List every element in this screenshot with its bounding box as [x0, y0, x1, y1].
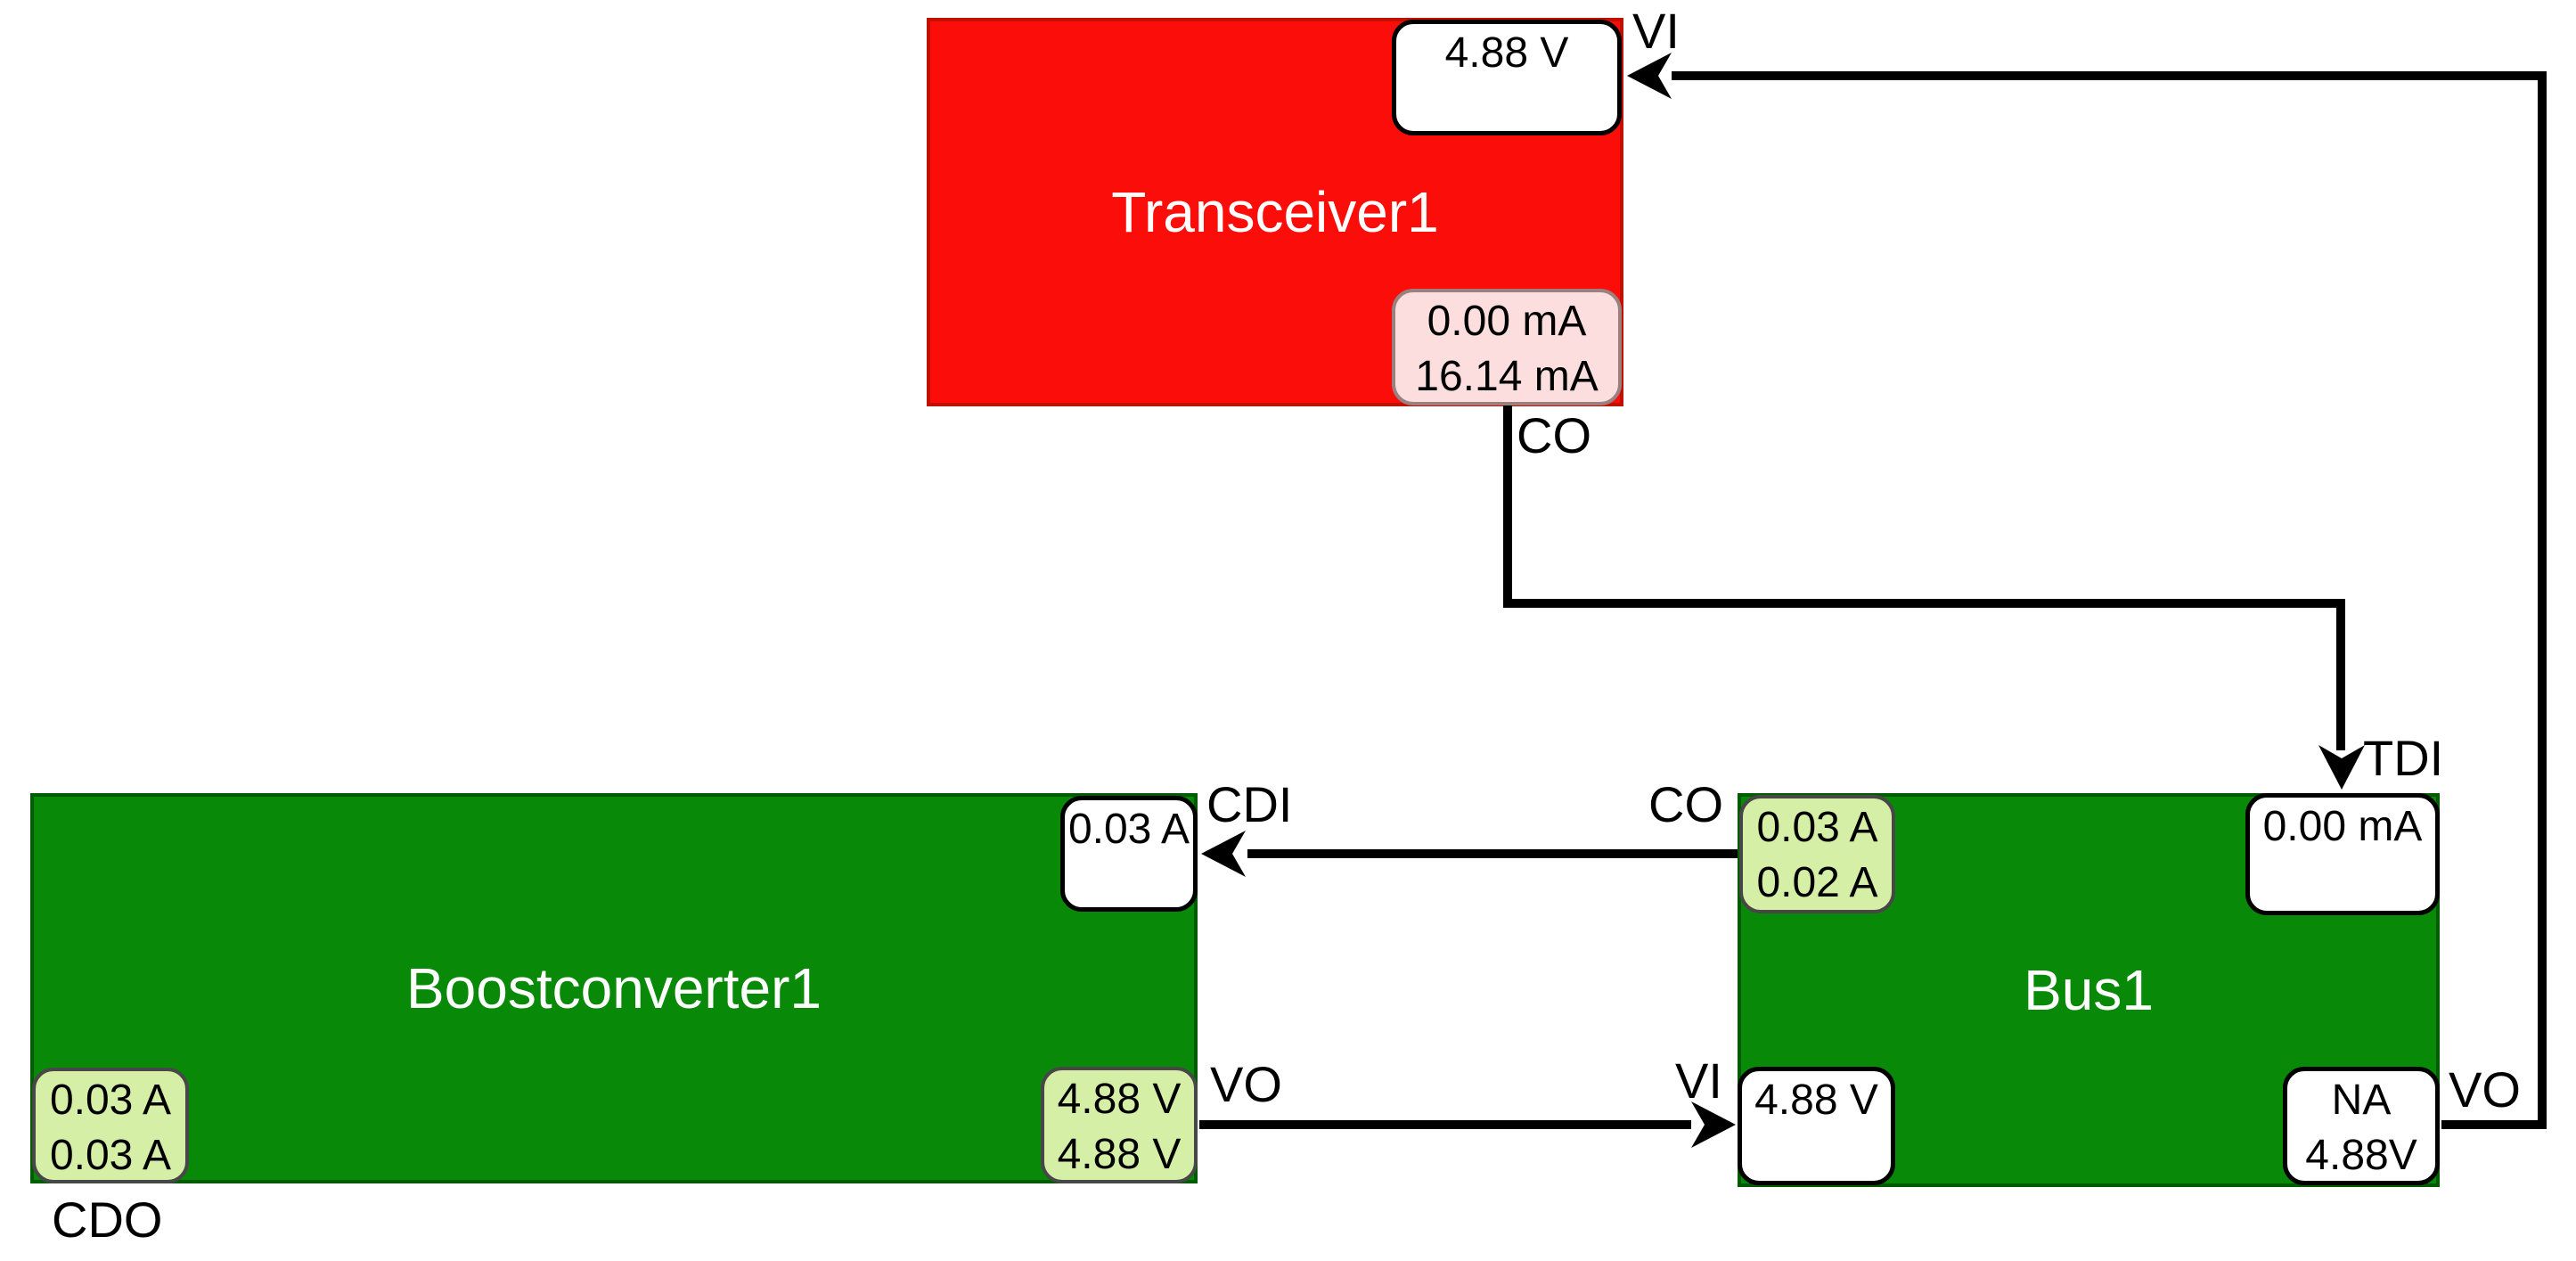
port-boost-cdi[interactable]: 0.03 A — [1060, 796, 1198, 912]
port-boost-cdo-value-1: 0.03 A — [49, 1077, 172, 1124]
port-bus-vo[interactable]: NA 4.88V — [2283, 1067, 2440, 1185]
port-bus-vi[interactable]: 4.88 V — [1738, 1067, 1895, 1185]
arrowhead-down-icon — [2318, 745, 2365, 790]
arrowhead-right-icon — [1691, 1101, 1736, 1148]
port-bus-tdi[interactable]: 0.00 mA — [2245, 793, 2440, 915]
port-label-boost-vo: VO — [1210, 1056, 1282, 1112]
port-transceiver-vi-value: 4.88 V — [1444, 29, 1569, 77]
port-label-transceiver-co: CO — [1517, 407, 1591, 463]
port-bus-co-value-2: 0.02 A — [1756, 859, 1878, 906]
block-transceiver1-title: Transceiver1 — [1111, 180, 1439, 244]
port-boost-cdo-value-2: 0.03 A — [49, 1132, 172, 1179]
wire-transceiverco-to-bustdi-down[interactable] — [1503, 405, 1512, 608]
wire-busvo-to-transceivervi-right[interactable] — [2538, 71, 2547, 1129]
port-bus-vo-value-1: NA — [2331, 1077, 2392, 1124]
block-boostconverter1-title: Boostconverter1 — [405, 956, 822, 1020]
port-label-bus-tdi: TDI — [2363, 730, 2444, 786]
block-boostconverter1[interactable]: Boostconverter1 — [30, 793, 1198, 1183]
arrowhead-left-icon — [1201, 831, 1246, 877]
port-label-bus-vi: VI — [1675, 1052, 1722, 1109]
port-boost-cdi-value: 0.03 A — [1067, 806, 1190, 853]
block-bus1-title: Bus1 — [2024, 958, 2154, 1022]
wire-transceiverco-to-bustdi-across[interactable] — [1503, 599, 2345, 608]
port-bus-vo-value-2: 4.88V — [2305, 1132, 2417, 1179]
port-label-bus-co: CO — [1648, 776, 1723, 832]
port-boost-vo-value-1: 4.88 V — [1057, 1076, 1182, 1123]
wire-busco-to-boostcdi[interactable] — [1247, 849, 1738, 858]
port-boost-vo[interactable]: 4.88 V 4.88 V — [1041, 1067, 1198, 1183]
port-transceiver-vi[interactable]: 4.88 V — [1392, 20, 1622, 135]
port-boost-cdo[interactable]: 0.03 A 0.03 A — [32, 1068, 189, 1183]
port-bus-co[interactable]: 0.03 A 0.02 A — [1739, 795, 1895, 913]
port-label-boost-cdo: CDO — [52, 1191, 163, 1248]
wire-transceiverco-to-bustdi-drop[interactable] — [2336, 599, 2345, 750]
port-label-transceiver-vi: VI — [1632, 3, 1680, 59]
wire-busvo-to-transceivervi-bottom[interactable] — [2441, 1120, 2547, 1129]
port-transceiver-co-value-1: 0.00 mA — [1427, 298, 1587, 345]
arrowhead-left-icon — [1627, 53, 1672, 99]
wire-busvo-to-transceivervi-top[interactable] — [1672, 71, 2547, 80]
port-bus-vi-value: 4.88 V — [1754, 1077, 1878, 1124]
port-transceiver-co-value-2: 16.14 mA — [1415, 353, 1599, 400]
port-label-bus-vo: VO — [2449, 1061, 2521, 1118]
port-bus-tdi-value: 0.00 mA — [2262, 803, 2423, 850]
port-transceiver-co[interactable]: 0.00 mA 16.14 mA — [1392, 289, 1622, 405]
port-bus-co-value-1: 0.03 A — [1756, 804, 1878, 851]
port-boost-vo-value-2: 4.88 V — [1057, 1131, 1182, 1178]
wire-boostvo-to-busvi[interactable] — [1199, 1120, 1691, 1129]
port-label-boost-cdi: CDI — [1206, 776, 1293, 832]
